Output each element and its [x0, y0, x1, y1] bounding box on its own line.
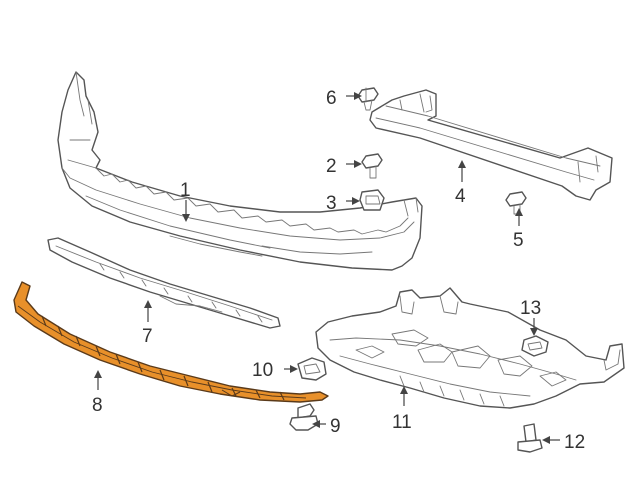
callout-10: 10 — [252, 360, 273, 381]
part-9-push-pin — [289, 403, 319, 431]
callout-2: 2 — [326, 156, 337, 177]
part-10-retainer — [297, 357, 327, 381]
callout-1: 1 — [180, 180, 191, 201]
callout-6: 6 — [326, 88, 337, 109]
part-2-bolt — [361, 153, 383, 179]
callout-3: 3 — [326, 193, 337, 214]
part-7-lower-trim — [47, 237, 281, 329]
part-6-bolt — [357, 87, 379, 111]
part-3-clip-nut — [359, 189, 385, 211]
callout-12: 12 — [564, 432, 585, 453]
leaders — [94, 92, 560, 444]
part-5-bolt — [505, 191, 527, 215]
part-1-bumper-fascia — [57, 71, 423, 271]
callout-7: 7 — [142, 326, 153, 347]
part-4-impact-bar — [369, 89, 613, 201]
callout-9: 9 — [330, 416, 341, 437]
part-12-bolt — [517, 423, 543, 453]
part-13-clip — [521, 335, 549, 357]
part-8-lower-valance — [13, 281, 329, 403]
part-11-underbody-shield — [315, 287, 625, 409]
callout-8: 8 — [92, 395, 103, 416]
callout-4: 4 — [455, 186, 466, 207]
callout-13: 13 — [520, 298, 541, 319]
callout-11: 11 — [392, 412, 412, 433]
callout-labels: 6 2 3 1 4 5 7 8 10 9 11 12 13 — [92, 88, 585, 453]
callout-5: 5 — [513, 230, 524, 251]
